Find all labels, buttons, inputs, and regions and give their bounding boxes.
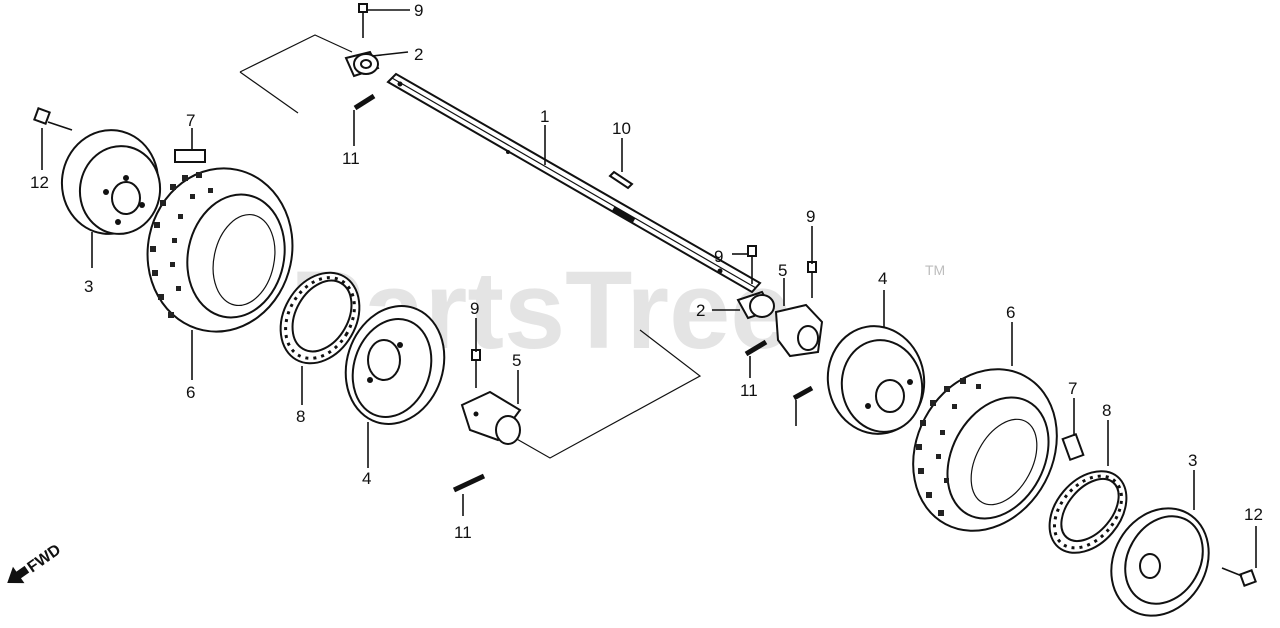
watermark-tm: TM — [925, 262, 945, 278]
wheel-right — [826, 325, 926, 435]
seal-ring-left — [279, 271, 361, 365]
hub-left — [460, 390, 522, 445]
callout-5-left: 5 — [512, 351, 521, 370]
callout-2-right: 2 — [696, 301, 705, 320]
valve-left — [174, 149, 206, 163]
wheel-left — [344, 305, 446, 425]
valve-right — [1061, 432, 1085, 462]
key — [608, 170, 634, 190]
collar-right — [736, 290, 775, 320]
bolt-hub-right — [807, 261, 817, 298]
bolt-right — [1221, 567, 1257, 587]
callout-2-top: 2 — [414, 45, 423, 64]
callout-12-right: 12 — [1244, 505, 1263, 524]
callout-9-collar: 9 — [714, 247, 723, 266]
callout-8-left: 8 — [296, 407, 305, 426]
callout-5-right: 5 — [778, 261, 787, 280]
bolt-left — [33, 107, 73, 131]
hub-cap-right — [1110, 507, 1210, 617]
pin-right-a — [744, 339, 768, 357]
callout-11-right: 11 — [740, 381, 758, 400]
callout-11-top: 11 — [342, 149, 360, 168]
hub-cap-left — [60, 129, 162, 235]
callout-8-right: 8 — [1102, 401, 1111, 420]
callout-10: 10 — [612, 119, 631, 138]
reference-line-mid — [514, 329, 702, 459]
callout-7-right: 7 — [1068, 379, 1077, 398]
callout-9-top: 9 — [414, 1, 423, 20]
callout-3-right: 3 — [1188, 451, 1197, 470]
pin-right-b — [792, 385, 814, 401]
hub-right — [774, 303, 824, 358]
collar-top — [344, 50, 380, 78]
callout-labels: 9 2 11 1 10 7 12 3 6 8 4 9 5 11 9 9 5 2 … — [30, 1, 1263, 542]
callout-11-bottom: 11 — [454, 523, 472, 542]
fwd-arrow-icon: FWD — [7, 541, 65, 584]
bolt-top — [358, 3, 368, 38]
tire-right — [912, 368, 1058, 532]
bolt-collar-right — [747, 245, 757, 284]
callout-12-left: 12 — [30, 173, 49, 192]
tire-left — [146, 167, 294, 333]
callout-4-right: 4 — [878, 269, 887, 288]
fwd-label: FWD — [25, 541, 65, 576]
seal-ring-right — [1048, 470, 1128, 554]
reference-line-top-2 — [239, 71, 299, 114]
callout-6-right: 6 — [1006, 303, 1015, 322]
callout-1: 1 — [540, 107, 549, 126]
axle-shaft — [386, 72, 762, 294]
callout-9-right: 9 — [806, 207, 815, 226]
callout-3-left: 3 — [84, 277, 93, 296]
pin-top — [353, 93, 376, 111]
callout-6-left: 6 — [186, 383, 195, 402]
callout-4-left: 4 — [362, 469, 371, 488]
callout-7-left: 7 — [186, 111, 195, 130]
leader-lines — [41, 9, 1257, 568]
callout-9-hub-left: 9 — [470, 299, 479, 318]
reference-line-top — [239, 34, 353, 73]
pin-bottom — [452, 473, 486, 493]
